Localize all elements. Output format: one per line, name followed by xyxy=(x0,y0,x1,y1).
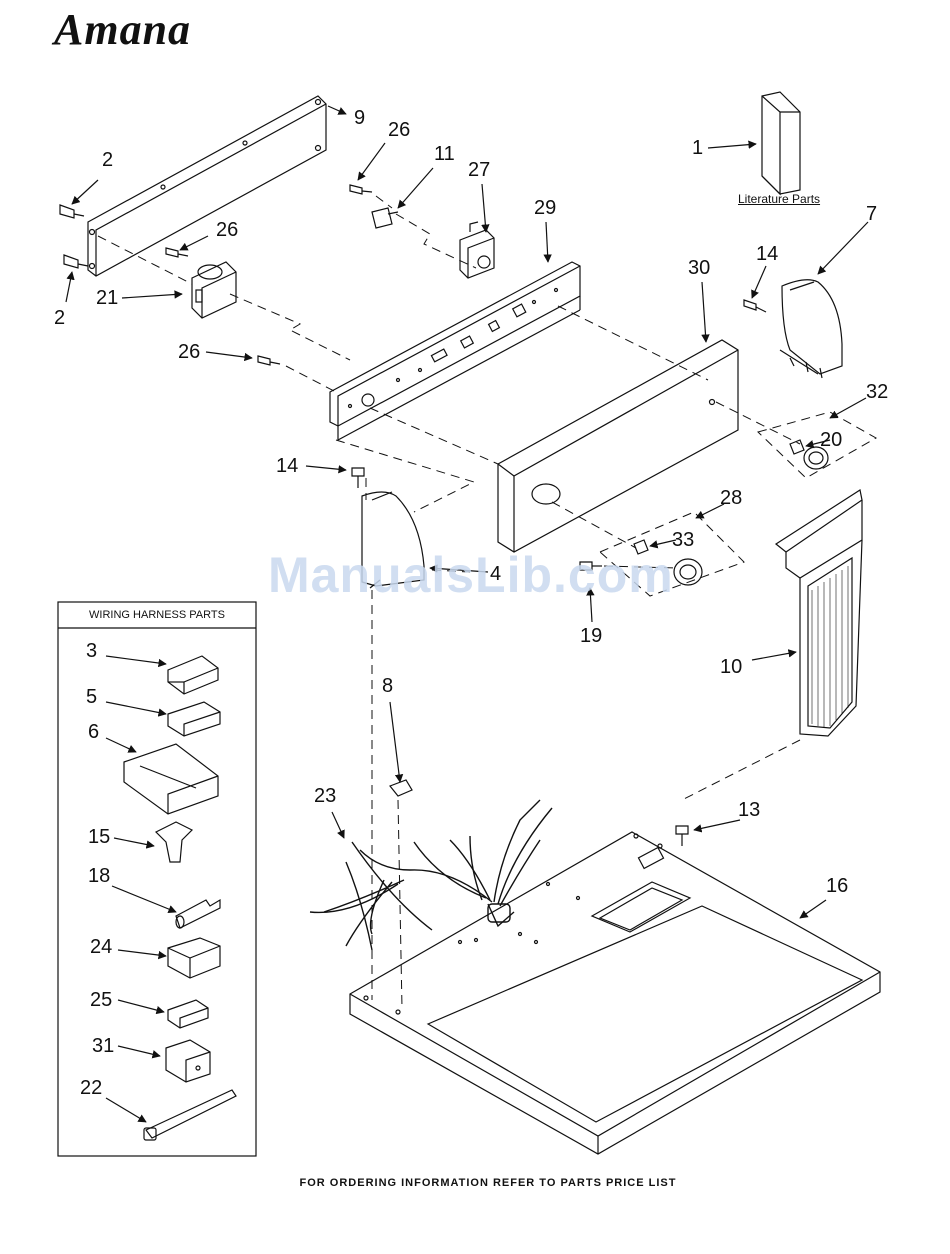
arrow-32 xyxy=(830,398,866,418)
callout-33: 33 xyxy=(672,530,694,550)
callout-16: 16 xyxy=(826,876,848,896)
part-14-screw-lower xyxy=(352,468,364,488)
arrow-3 xyxy=(106,656,166,664)
arrow-30 xyxy=(702,282,706,342)
part-21-timer xyxy=(192,262,236,318)
callout-19: 19 xyxy=(580,626,602,646)
callout-26-top: 26 xyxy=(388,120,410,140)
part-5-connector xyxy=(168,702,220,736)
part-10-lint-filter xyxy=(776,490,862,736)
arrow-9 xyxy=(328,106,346,114)
callout-14-upper: 14 xyxy=(756,244,778,264)
callout-14-lower: 14 xyxy=(276,456,298,476)
part-3-connector xyxy=(168,656,218,694)
callout-21: 21 xyxy=(96,288,118,308)
part-22-cable-tie xyxy=(144,1090,236,1140)
callout-22: 22 xyxy=(80,1078,102,1098)
arrow-11 xyxy=(398,168,433,208)
wiring-harness-title: WIRING HARNESS PARTS xyxy=(58,609,256,621)
callout-27: 27 xyxy=(468,160,490,180)
callout-25: 25 xyxy=(90,990,112,1010)
part-23-wire-harness xyxy=(310,800,552,950)
part-25-connector xyxy=(168,1000,208,1028)
part-26-screws xyxy=(166,185,372,365)
arrow-8 xyxy=(390,702,400,782)
callout-23: 23 xyxy=(314,786,336,806)
part-7-end-cap xyxy=(780,280,842,378)
callout-26-low: 26 xyxy=(178,342,200,362)
part-31-connector xyxy=(166,1040,210,1082)
callout-4: 4 xyxy=(490,564,501,584)
callout-24: 24 xyxy=(90,937,112,957)
callout-32: 32 xyxy=(866,382,888,402)
arrow-14b xyxy=(306,466,346,470)
callout-15: 15 xyxy=(88,827,110,847)
part-18-terminal xyxy=(176,900,220,928)
arrow-25 xyxy=(118,1000,164,1012)
part-6-connector xyxy=(124,744,218,814)
part-13-screw xyxy=(676,826,688,846)
arrow-7 xyxy=(818,222,868,274)
arrow-2a xyxy=(72,180,98,204)
arrow-21 xyxy=(122,294,182,298)
arrow-2b xyxy=(66,272,72,302)
arrow-27 xyxy=(482,184,486,232)
arrow-14a xyxy=(752,266,766,298)
arrow-13 xyxy=(694,820,740,830)
arrow-31 xyxy=(118,1046,160,1056)
watermark: ManualsLib.com xyxy=(268,546,674,604)
arrow-15 xyxy=(114,838,154,846)
part-16-top xyxy=(350,832,880,1154)
arrow-24 xyxy=(118,950,166,956)
arrow-5 xyxy=(106,702,166,714)
callout-13: 13 xyxy=(738,800,760,820)
callout-8: 8 xyxy=(382,676,393,696)
arrow-23 xyxy=(332,812,344,838)
callout-6: 6 xyxy=(88,722,99,742)
callout-2-upper: 2 xyxy=(102,150,113,170)
arrow-29 xyxy=(546,222,548,262)
arrow-6 xyxy=(106,738,136,752)
callout-1: 1 xyxy=(692,138,703,158)
part-14-screw-upper xyxy=(744,300,766,312)
callout-9: 9 xyxy=(354,108,365,128)
callout-3: 3 xyxy=(86,641,97,661)
callout-30: 30 xyxy=(688,258,710,278)
arrow-18 xyxy=(112,886,176,912)
part-11-connector xyxy=(372,208,398,228)
callout-29: 29 xyxy=(534,198,556,218)
part-24-connector xyxy=(168,938,220,978)
part-1-literature xyxy=(762,92,800,194)
callout-2-lower: 2 xyxy=(54,308,65,328)
part-15-clip xyxy=(156,822,192,862)
callout-11: 11 xyxy=(434,144,455,164)
part-27-switch xyxy=(460,222,494,278)
part-9-rear-bracket xyxy=(88,96,326,276)
arrow-26a xyxy=(358,143,385,180)
ordering-footer: FOR ORDERING INFORMATION REFER TO PARTS … xyxy=(0,1177,950,1189)
arrow-26c xyxy=(206,352,252,358)
literature-parts-label: Literature Parts xyxy=(738,192,820,206)
callout-20: 20 xyxy=(820,430,842,450)
callout-26-mid: 26 xyxy=(216,220,238,240)
arrow-22 xyxy=(106,1098,146,1122)
callout-31: 31 xyxy=(92,1036,114,1056)
part-29-console-bracket xyxy=(330,262,580,440)
callout-28: 28 xyxy=(720,488,742,508)
arrow-16 xyxy=(800,900,826,918)
callout-5: 5 xyxy=(86,687,97,707)
callout-10: 10 xyxy=(720,657,742,677)
part-8-clip xyxy=(390,780,412,796)
callout-18: 18 xyxy=(88,866,110,886)
arrow-26b xyxy=(180,236,208,250)
part-2-screws xyxy=(60,205,88,268)
callout-7: 7 xyxy=(866,204,877,224)
arrow-1 xyxy=(708,144,756,148)
arrow-10 xyxy=(752,652,796,660)
